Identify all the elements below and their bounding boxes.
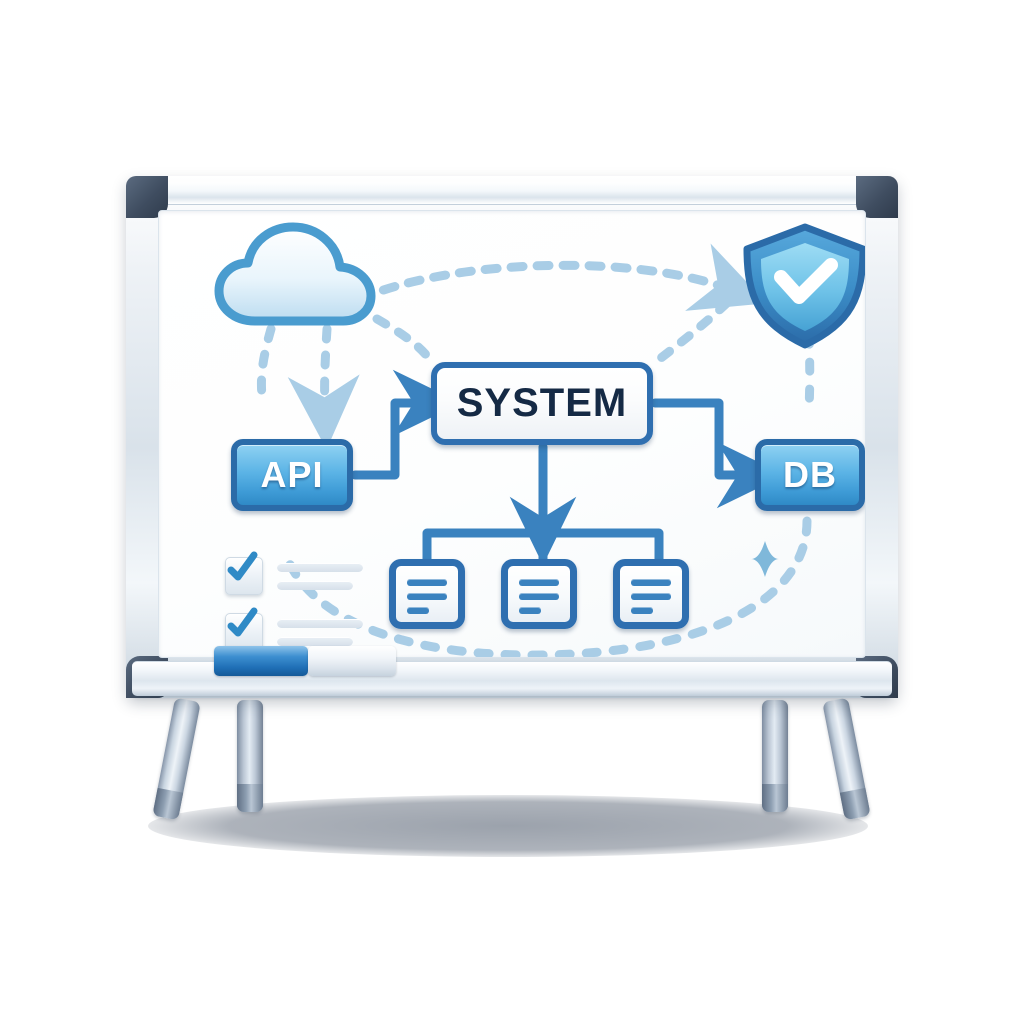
- checklist-text-lines: [277, 618, 363, 646]
- whiteboard-top-rail: [150, 182, 874, 205]
- connector-cloud-drip-left: [256, 324, 276, 408]
- node-db-label: DB: [783, 454, 837, 495]
- connector-cloud-to-api: [287, 324, 360, 450]
- document-card-1[interactable]: [389, 559, 465, 629]
- check-mark-icon: [774, 258, 838, 304]
- checklist-line: [277, 562, 363, 572]
- whiteboard-frame: SYSTEM API DB: [126, 176, 898, 698]
- checklist-line: [277, 636, 353, 646]
- doc-line: [407, 579, 447, 586]
- node-api-label: API: [260, 454, 324, 495]
- leg-foot: [762, 784, 788, 812]
- whiteboard-surface: SYSTEM API DB: [158, 210, 866, 658]
- blue-marker[interactable]: [214, 646, 308, 676]
- checklist-text-lines: [277, 562, 363, 590]
- doc-line: [631, 579, 671, 586]
- doc-line: [631, 593, 671, 600]
- checkbox-checked-icon[interactable]: [225, 551, 263, 595]
- leg-foot: [237, 784, 263, 812]
- whiteboard-eraser[interactable]: [308, 646, 396, 676]
- leg-foot: [839, 787, 871, 821]
- connector-db-to-api-feedback: [280, 516, 812, 657]
- checklist-item-1[interactable]: [225, 551, 363, 595]
- checklist-item-2[interactable]: [225, 607, 363, 651]
- node-db[interactable]: DB: [755, 439, 865, 511]
- cloud-icon: [214, 222, 376, 326]
- sparkle-icon: [751, 541, 779, 577]
- checklist-line: [277, 618, 363, 628]
- connector-system-to-db: [650, 398, 786, 509]
- diagram-canvas: SYSTEM API DB: [159, 211, 865, 657]
- doc-line: [631, 607, 653, 614]
- ground-shadow: [148, 795, 868, 857]
- connector-cloud-to-system: [372, 314, 436, 366]
- document-card-3[interactable]: [613, 559, 689, 629]
- easel-leg-straight-right: [762, 700, 788, 812]
- easel-leg-straight-left: [237, 700, 263, 812]
- doc-line: [519, 593, 559, 600]
- doc-line: [407, 593, 447, 600]
- shield-check-icon: [743, 223, 865, 349]
- easel-leg-splay-left: [152, 697, 201, 821]
- node-system-label: SYSTEM: [456, 381, 628, 425]
- node-system[interactable]: SYSTEM: [431, 362, 653, 445]
- easel-leg-splay-right: [822, 697, 871, 821]
- connector-cloud-to-shield: [354, 243, 767, 311]
- checklist-line: [277, 580, 353, 590]
- doc-line: [519, 607, 541, 614]
- scene-title: System Architecture Whiteboard: [0, 0, 1, 1]
- connector-shield-to-system: [652, 298, 732, 366]
- checkbox-checked-icon[interactable]: [225, 607, 263, 651]
- connector-api-to-system: [350, 369, 462, 480]
- node-api[interactable]: API: [231, 439, 353, 511]
- diagram-vector-layer: [214, 222, 865, 657]
- document-card-2[interactable]: [501, 559, 577, 629]
- doc-line: [407, 607, 429, 614]
- doc-line: [519, 579, 559, 586]
